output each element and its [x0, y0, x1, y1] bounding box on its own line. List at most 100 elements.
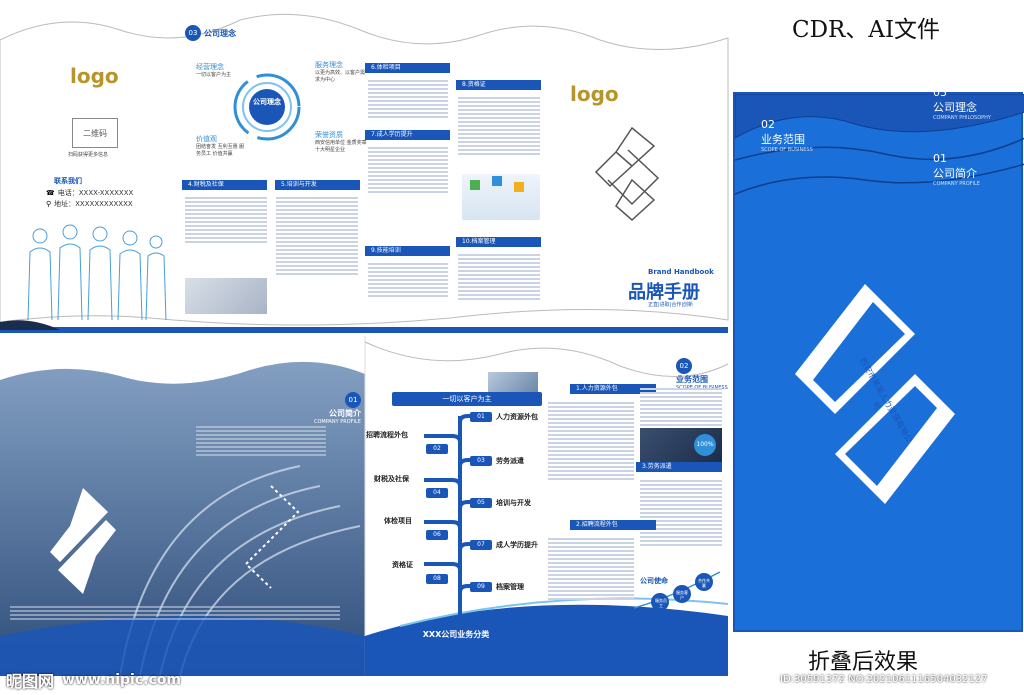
item-label: 招聘流程外包: [366, 431, 408, 439]
item-label: 培训与开发: [496, 499, 531, 507]
tab-title: 公司理念: [933, 101, 977, 114]
section-title: 6.体检项目: [371, 64, 401, 71]
text-block: [458, 252, 540, 302]
text-block: [368, 78, 448, 120]
right-item-0: 01 人力资源外包: [470, 412, 538, 422]
item-label: 财税及社保: [374, 475, 409, 483]
scope-num-badge: 02: [676, 358, 692, 374]
contact-title: 联系我们: [54, 177, 82, 185]
section-title: 8.资格证: [462, 81, 486, 88]
item-num: 01: [470, 412, 492, 422]
qr-label: 二维码: [83, 128, 107, 138]
right-item-1: 03 劳务派遣: [470, 456, 524, 466]
mission-step-1: 服务客户: [676, 590, 688, 600]
profile-num-badge: 01: [344, 392, 361, 408]
watermark-site-cn: 昵图网: [6, 672, 55, 691]
item-num: 06: [426, 530, 448, 540]
concept-item-0: 经营理念 一切以客户为主: [196, 62, 256, 79]
tab-num: 02: [761, 118, 775, 131]
concept-title: 价值观: [196, 135, 217, 143]
percent-badge-text: 100%: [696, 441, 714, 448]
city-night-photo: 100%: [640, 428, 722, 462]
text-block: [185, 195, 267, 245]
scope-num: 02: [679, 362, 689, 370]
watermark-site: 昵图网 www.nipic.com: [6, 668, 181, 692]
concept-item-1: 服务理念 以更为高效、以客户需求为中心: [315, 60, 367, 84]
text-block: [548, 536, 634, 602]
profile-bottom-text: [10, 604, 340, 622]
right-item-4: 09 档案管理: [470, 582, 524, 592]
section-header-adult-edu: 7.成人学历提升: [365, 130, 450, 140]
scope-section-labor: 3.劳务派遣: [636, 462, 722, 472]
text-block: [640, 478, 722, 548]
scope-section-title: 3.劳务派遣: [642, 463, 672, 470]
section-header-skills: 9.技能培训: [365, 246, 450, 256]
philosophy-ring-graphic: [233, 73, 301, 141]
business-tree-trunk: [424, 414, 478, 624]
tab-sub: COMPANY PHILOSOPHY: [933, 115, 991, 121]
text-block: [368, 145, 448, 195]
watermark-id: ID:30591372 NO:20210611165040321​27: [780, 674, 988, 685]
team-puzzle-illustration: [462, 174, 540, 220]
cover-tab-03[interactable]: 03 公司理念 COMPANY PHILOSOPHY: [933, 86, 1013, 122]
left-item-1: 财税及社保 04: [374, 474, 448, 498]
tab-sub: SCOPE OF BUSINESS: [761, 147, 813, 153]
cover-tab-02[interactable]: 02 业务范围 SCOPE OF BUSINESS: [761, 118, 841, 154]
brand-en-title: Brand Handbook: [648, 268, 714, 276]
philosophy-num-badge: 03: [185, 25, 201, 41]
mission-step-0: 服务员工: [655, 598, 667, 608]
left-item-2: 体检项目 06: [384, 516, 448, 540]
white-s-logo: [50, 488, 116, 594]
item-label: 劳务派遣: [496, 457, 524, 465]
section-title: 7.成人学历提升: [371, 131, 413, 138]
concept-desc: 以更为高效、以客户需求为中心: [315, 70, 366, 83]
scope-section-title: 1.人力资源外包: [576, 385, 618, 392]
section-header-training: 5.培训与开发: [275, 180, 360, 190]
profile-sub: COMPANY PROFILE: [314, 419, 361, 425]
tab-sub: COMPANY PROFILE: [933, 181, 980, 187]
address-text: 地址：XXXXXXXXXXXX: [54, 200, 133, 208]
philosophy-title: 公司理念: [204, 28, 236, 38]
mission-title: 公司使命: [640, 577, 668, 585]
qr-code-box: 二维码: [72, 118, 118, 148]
section-title: 5.培训与开发: [281, 181, 317, 188]
concept-title: 经营理念: [196, 63, 224, 71]
bottom-brochure-panel: 01 公司简介 COMPANY PROFILE 一切以客户为主 招聘流程外包: [0, 336, 730, 676]
customer-banner-text: 一切以客户为主: [442, 395, 492, 403]
brand-tagline: 正直|进取|合作|创新: [648, 302, 694, 308]
section-header-finance: 4.财税及社保: [182, 180, 267, 190]
address-row: ⚲ 地址：XXXXXXXXXXXX: [46, 199, 133, 209]
right-item-3: 07 成人学历提升: [470, 540, 538, 550]
profile-num: 01: [348, 396, 358, 404]
top-panel-wave-outline: [0, 13, 729, 333]
concept-desc: 一切以客户为主: [196, 72, 232, 78]
text-block: [276, 195, 358, 277]
concept-title: 服务理念: [315, 61, 343, 69]
concept-item-3: 荣誉资质 西安信用单位 金质奖章 十大明星企业: [315, 130, 367, 154]
item-num: 08: [426, 574, 448, 584]
left-item-0: 招聘流程外包 02: [366, 430, 448, 454]
tab-num: 01: [933, 152, 947, 165]
watermark-site-url: www.nipic.com: [62, 672, 181, 688]
phone-text: 电话：XXXX-XXXXXXX: [57, 189, 134, 197]
concept-desc: 西安信用单位 金质奖章 十大明星企业: [315, 140, 367, 153]
brand-s-logo-outline: [594, 126, 660, 222]
profile-title: 公司简介: [328, 409, 361, 418]
item-num: 03: [470, 456, 492, 466]
fold-caption: 折叠后效果: [808, 650, 919, 675]
concept-desc: 团结奋发 互利互惠 服务员工 价值共赢: [196, 144, 245, 157]
item-num: 05: [470, 498, 492, 508]
top-brochure-panel: logo 二维码 扫码获得更多信息 联系我们 ☎ 电话：XXXX-XXXXXXX…: [0, 0, 730, 340]
cover-tab-01[interactable]: 01 公司简介 COMPANY PROFILE: [933, 152, 1013, 188]
logo-text-left: logo: [70, 64, 119, 88]
calculator-photo: [185, 278, 267, 314]
item-label: 成人学历提升: [496, 541, 538, 549]
mission-steps-graphic: [633, 571, 721, 611]
files-label: CDR、AI文件: [792, 17, 941, 43]
philosophy-center-text: 公司理念: [253, 98, 281, 106]
section-header-qualification: 8.资格证: [456, 80, 541, 90]
brand-cn-title: 品牌手册: [628, 282, 700, 303]
logo-text-right: logo: [570, 82, 619, 106]
business-photo: [488, 372, 538, 392]
philosophy-header: 03 公司理念: [185, 25, 236, 41]
